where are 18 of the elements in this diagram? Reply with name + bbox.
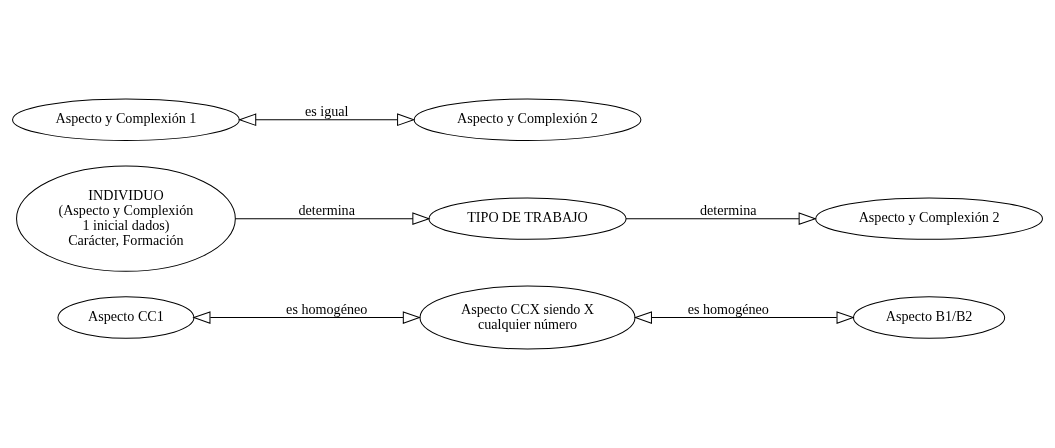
arrow [238,113,416,127]
node-ellipse: Aspecto B1/B2 [852,296,1006,339]
node-ellipse: Aspecto y Complexión 2 [815,197,1043,240]
edge-label: es homogéneo [286,300,368,317]
node-ellipse: Aspecto y Complexión 2 [413,98,642,141]
arrow [234,212,431,225]
node-ellipse: Aspecto y Complexión 1 [12,98,240,141]
node-ellipse: TIPO DE TRABAJO [428,197,627,240]
edge-label: determina [298,201,355,218]
arrow [633,311,855,324]
node-ellipse: Aspecto CC1 [57,296,195,339]
arrow [192,311,421,324]
arrow [625,212,817,225]
edge-label: es homogéneo [687,300,769,317]
node-ellipse: Aspecto CCX siendo X cualquier número [419,285,636,350]
node-ellipse: INDIVIDUO (Aspecto y Complexión 1 inicial dados) Carácter, Formación [16,165,236,272]
edge-label: determina [700,201,757,218]
edge-label: es igual [304,102,349,119]
